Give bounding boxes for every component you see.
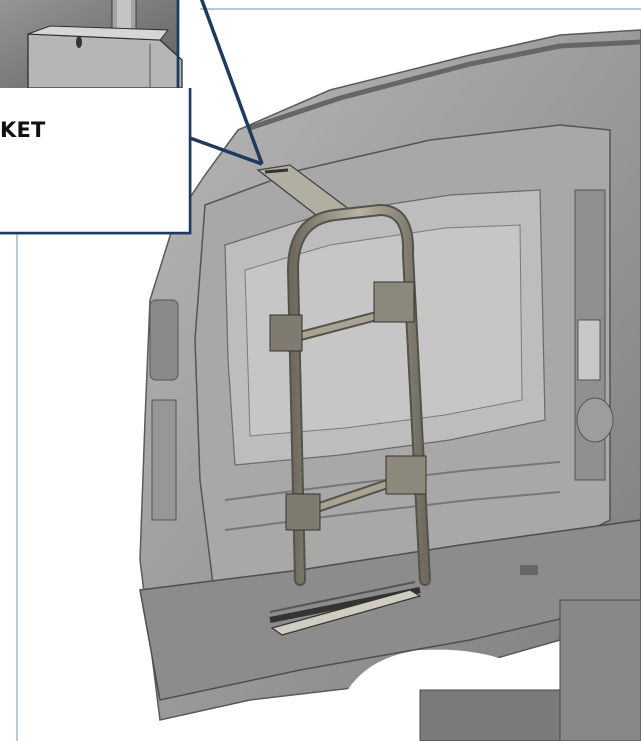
van-rear-body	[139, 29, 641, 741]
callout-leader	[189, 0, 264, 166]
ladder-frame	[256, 164, 431, 636]
callout-box	[0, 0, 192, 235]
inset-bracket-detail	[27, 0, 183, 89]
callout-label: KET	[0, 118, 46, 142]
page-frame	[16, 8, 641, 741]
